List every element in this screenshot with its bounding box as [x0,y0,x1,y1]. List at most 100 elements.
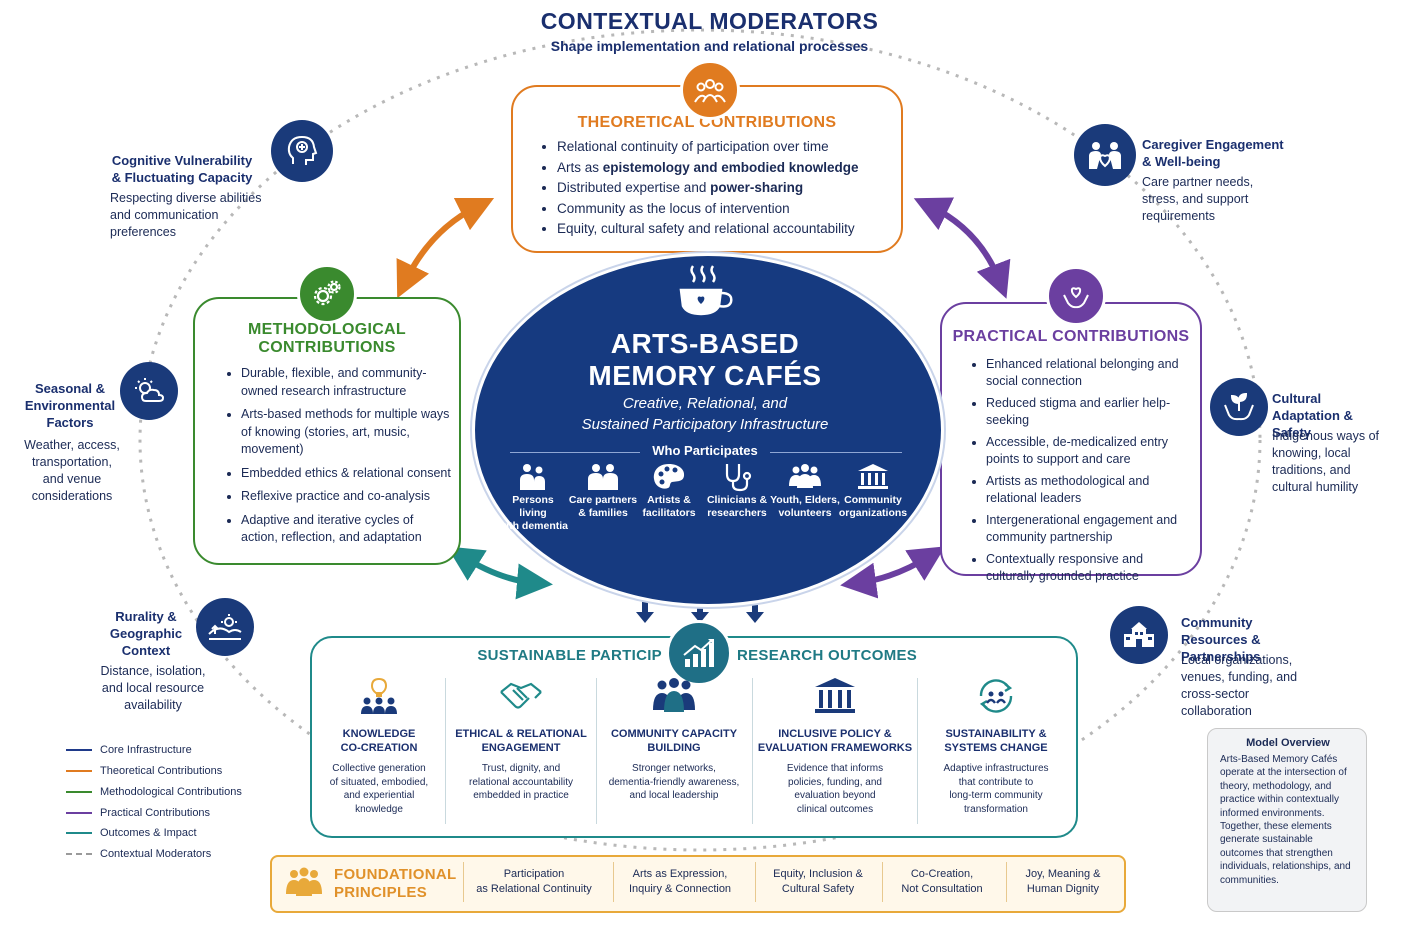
methodological-list: Durable, flexible, and community-owned r… [223,365,451,547]
legend-label: Core Infrastructure [100,744,192,756]
stethoscope-icon [725,464,752,492]
methodological-title-line1: METHODOLOGICAL [248,321,406,338]
outcome-policy: INCLUSIVE POLICY &EVALUATION FRAMEWORKS … [756,676,914,826]
legend-label: Practical Contributions [100,807,211,819]
list-item: Embedded ethics & relational consent [241,465,451,483]
outcomes-title-right: RESEARCH OUTCOMES [737,647,918,664]
model-overview-text: Arts-Based Memory Cafés operate at the i… [1220,754,1351,886]
lightbulb-people-icon [361,677,397,714]
list-item: Durable, flexible, and community-owned r… [241,365,451,400]
moderator-caregiver-title: Caregiver Engagement & Well-being [1142,137,1284,169]
gears-icon [297,264,357,324]
palette-icon [653,464,685,489]
moderator-cultural-text: Indigenous ways of knowing, local tradit… [1272,429,1380,494]
list-item: Accessible, de-medicalized entry points … [986,434,1192,468]
theoretical-list: Relational continuity of participation o… [539,137,901,240]
participant-label: researchers [707,507,767,519]
outcomes-title-left: SUSTAINABLE PARTICIP [477,647,662,664]
people-icon [286,867,322,896]
center-subtitle-line2: Sustained Participatory Infrastructure [581,416,829,433]
legend-item: Contextual Moderators [66,846,211,862]
list-item: Enhanced relational belonging and social… [986,356,1192,390]
down-arrows [636,602,764,623]
legend-label: Outcomes & Impact [100,827,197,839]
moderator-cultural-title: Cultural Adaptation & Safety [1272,391,1353,440]
handshake-icon [500,682,542,709]
practical-list: Enhanced relational belonging and social… [968,356,1192,585]
participant-label: Community [844,494,902,506]
arrow-practical-outcomes [840,546,946,599]
methodological-box: METHODOLOGICAL CONTRIBUTIONS Durable, fl… [193,297,461,565]
legend-item: Practical Contributions [66,805,210,821]
participant-label: facilitators [642,507,696,519]
participant-label: Artists & [647,494,691,506]
center-title-line1: ARTS-BASED [610,328,800,359]
moderator-rurality-text: Distance, isolation, and local resource … [100,664,206,712]
list-item: Artists as methodological and relational… [986,473,1192,507]
moderator-cognitive-title: Cognitive Vulnerability & Fluctuating Ca… [111,153,253,185]
participant-community-orgs: Community organizations [838,462,908,520]
moderator-cognitive-text: Respecting diverse abilities and communi… [110,191,262,239]
principle-item: Arts as Expression,Inquiry & Connection [613,862,746,902]
participant-label: with dementia [498,520,569,532]
outcome-title: SUSTAINABILITY &SYSTEMS CHANGE [944,728,1048,754]
principles-title-line2: PRINCIPLES [334,884,428,901]
outcome-divider [752,678,753,824]
list-item: Arts as epistemology and embodied knowle… [557,158,901,179]
care-partners-icon [588,464,618,490]
participant-label: volunteers [778,507,832,519]
methodological-title-line2: CONTRIBUTIONS [258,339,396,356]
practical-box: PRACTICAL CONTRIBUTIONS Enhanced relatio… [940,302,1202,583]
participant-label: Persons living [512,494,554,519]
persons-icon [520,464,545,490]
hands-plant-icon [1210,378,1268,436]
center-subtitle-line1: Creative, Relational, and [622,395,788,412]
coffee-cup-icon [679,265,733,316]
arrow-theory-method [396,197,495,299]
legend-arrow-icon [66,791,92,793]
participant-artists: Artists & facilitators [634,462,704,520]
list-item: Equity, cultural safety and relational a… [557,219,901,240]
legend-arrow-icon [66,770,92,772]
arrow-theory-practical [913,197,1011,299]
list-item: Reflexive practice and co-analysis [241,488,451,506]
list-item: Arts-based methods for multiple ways of … [241,406,451,459]
list-item: Adaptive and iterative cycles of action,… [241,512,451,547]
moderator-seasonal-title: Seasonal & Environmental Factors [24,381,116,430]
people-group-icon [680,60,740,120]
model-overview-title: Model Overview [1246,737,1330,749]
group-icon [789,464,821,488]
participant-label: organizations [838,507,908,519]
moderator-community-title: Community Resources & Partnerships [1181,615,1261,664]
heart-hands-icon [1046,266,1106,326]
principles-title-line1: FOUNDATIONAL [334,866,457,883]
community-icon [653,678,695,712]
list-item: Intergenerational engagement and communi… [986,512,1192,546]
outcome-description: Stronger networks,dementia-friendly awar… [608,763,740,801]
model-overview-box: Model Overview Arts-Based Memory Cafés o… [1207,728,1367,912]
principle-item: Co-Creation,Not Consultation [882,862,1001,902]
who-participates-label: Who Participates [640,443,770,458]
outcome-title: INCLUSIVE POLICY &EVALUATION FRAMEWORKS [757,728,913,754]
legend-arrow-icon [66,832,92,834]
moderators-title: CONTEXTUAL MODERATORS [540,8,879,34]
legend-item: Core Infrastructure [66,742,192,758]
cycle-people-icon [979,679,1013,713]
legend-label: Contextual Moderators [100,848,212,860]
list-item: Relational continuity of participation o… [557,137,901,158]
principles-bar [270,855,1126,913]
list-item: Community as the locus of intervention [557,199,901,220]
outcome-divider [445,678,446,824]
legend-label: Methodological Contributions [100,786,242,798]
legend-arrow-icon [66,812,92,814]
legend-item: Outcomes & Impact [66,825,197,841]
participant-label: & families [578,507,628,519]
moderators-subtitle: Shape implementation and relational proc… [550,38,869,54]
outcome-divider [596,678,597,824]
participant-youth-elders: Youth, Elders, volunteers [770,462,840,520]
legend-item: Theoretical Contributions [66,763,222,779]
